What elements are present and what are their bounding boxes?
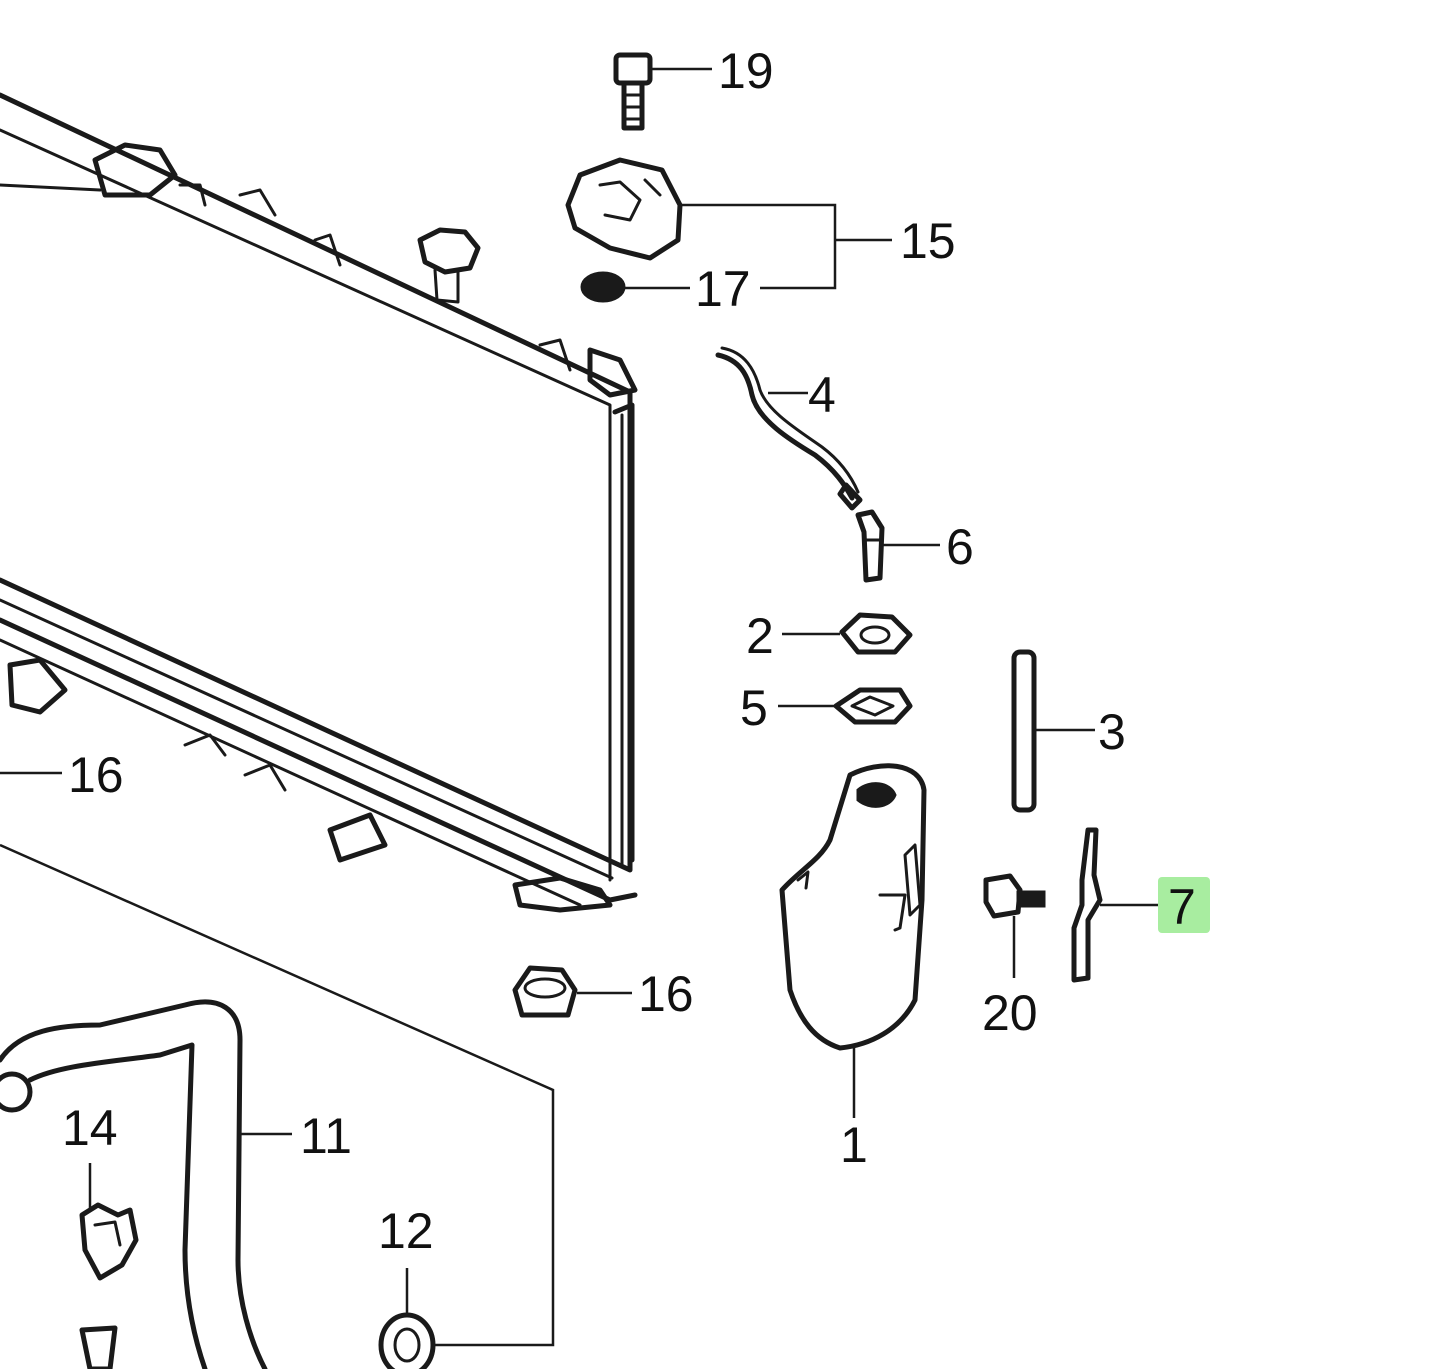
callout-7: 7 <box>1168 879 1196 935</box>
callout-15: 15 <box>900 213 956 269</box>
reservoir-cap <box>565 157 683 261</box>
radiator-cap-bolt <box>613 52 653 131</box>
callout-12: 12 <box>378 1203 434 1259</box>
callout-14: 14 <box>62 1100 118 1156</box>
lower-hose <box>0 999 268 1369</box>
callout-16-upper: 16 <box>68 747 124 803</box>
callout-17: 17 <box>695 261 751 317</box>
callout-1: 1 <box>840 1117 868 1173</box>
callout-4: 4 <box>808 367 836 423</box>
hose-clamp <box>0 1071 139 1369</box>
callout-highlight <box>1158 877 1210 933</box>
grommet <box>839 612 913 655</box>
cap-seal <box>580 271 626 303</box>
callout-3: 3 <box>1098 704 1126 760</box>
washer <box>833 687 913 725</box>
rubber-mount <box>512 965 578 1018</box>
callout-16-lower: 16 <box>638 966 694 1022</box>
callout-5: 5 <box>740 680 768 736</box>
overflow-hose <box>715 346 863 511</box>
callout-2: 2 <box>746 608 774 664</box>
callout-11: 11 <box>300 1108 352 1164</box>
radiator <box>0 92 638 913</box>
bracket <box>1071 827 1103 983</box>
hose-clip <box>855 509 885 583</box>
clamp-ring <box>378 1312 436 1369</box>
callout-6: 6 <box>946 519 974 575</box>
bolt <box>983 873 1046 919</box>
callout-20: 20 <box>982 985 1038 1041</box>
drain-pipe <box>1011 649 1037 813</box>
callout-19: 19 <box>718 43 774 99</box>
reservoir-tank <box>779 763 927 1051</box>
